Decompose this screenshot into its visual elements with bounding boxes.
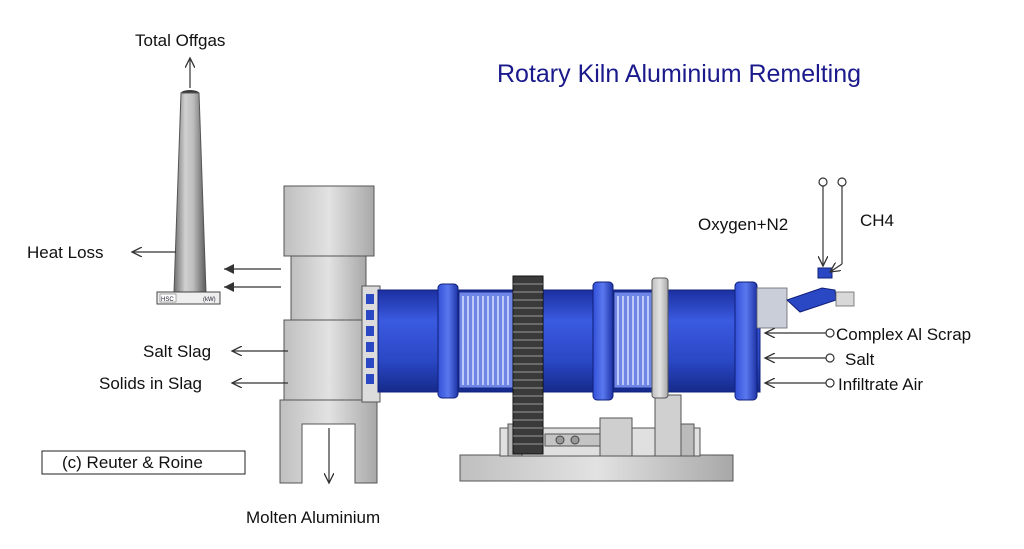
salt-source: [825, 353, 835, 363]
rotary-kiln-drum: [377, 275, 761, 455]
label-salt: Salt: [845, 350, 875, 369]
infiltrate-air-source: [825, 378, 835, 388]
stack-plate-right: (kW): [203, 297, 216, 303]
label-heat-loss: Heat Loss: [27, 243, 104, 262]
label-complex-al-scrap: Complex Al Scrap: [836, 325, 971, 344]
kiln-base-and-drive: [459, 394, 734, 482]
stack-plate-left: HSC: [161, 297, 174, 303]
label-total-offgas: Total Offgas: [135, 31, 225, 50]
label-infiltrate-air: Infiltrate Air: [838, 375, 923, 394]
diagram-title: Rotary Kiln Aluminium Remelting: [497, 60, 861, 88]
label-solids-in-slag: Solids in Slag: [99, 374, 202, 393]
burner-assembly: [756, 267, 855, 329]
kiln-front-housing: [279, 185, 381, 484]
label-ch4: CH4: [860, 211, 894, 230]
complex-al-scrap-source: [825, 328, 835, 338]
chimney-stack: HSC (kW): [156, 90, 221, 305]
ch4-feed-source: [837, 177, 847, 187]
copyright-box: [41, 450, 246, 475]
label-salt-slag: Salt Slag: [143, 342, 211, 361]
ch4-feed-arrow: [830, 264, 843, 272]
label-oxygen-n2: Oxygen+N2: [698, 215, 788, 234]
copyright-text: (c) Reuter & Roine: [62, 453, 203, 472]
label-molten-aluminium: Molten Aluminium: [246, 508, 380, 527]
oxygen-feed-source: [818, 177, 828, 187]
